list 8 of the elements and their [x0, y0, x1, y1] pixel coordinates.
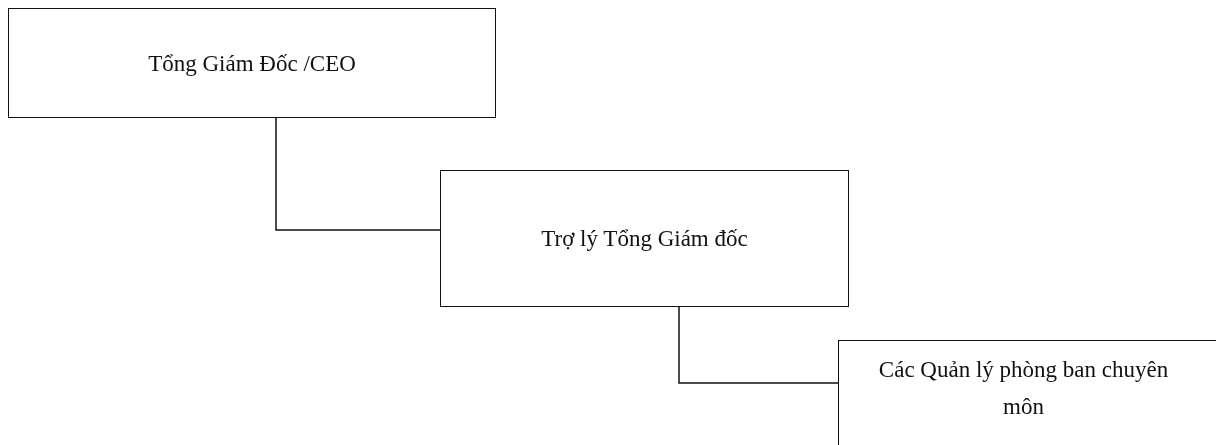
org-box: [440, 170, 849, 307]
box-title: Tổng Giám Đốc /CEO: [148, 49, 356, 78]
org-box: [838, 340, 1216, 445]
box-title: Các Quản lý phòng ban chuyên môn: [877, 356, 1170, 421]
connector-line: [678, 306, 839, 384]
connector-line: [275, 117, 441, 231]
box-title: Trợ lý Tổng Giám đốc: [541, 225, 748, 253]
org-box: [8, 8, 496, 118]
